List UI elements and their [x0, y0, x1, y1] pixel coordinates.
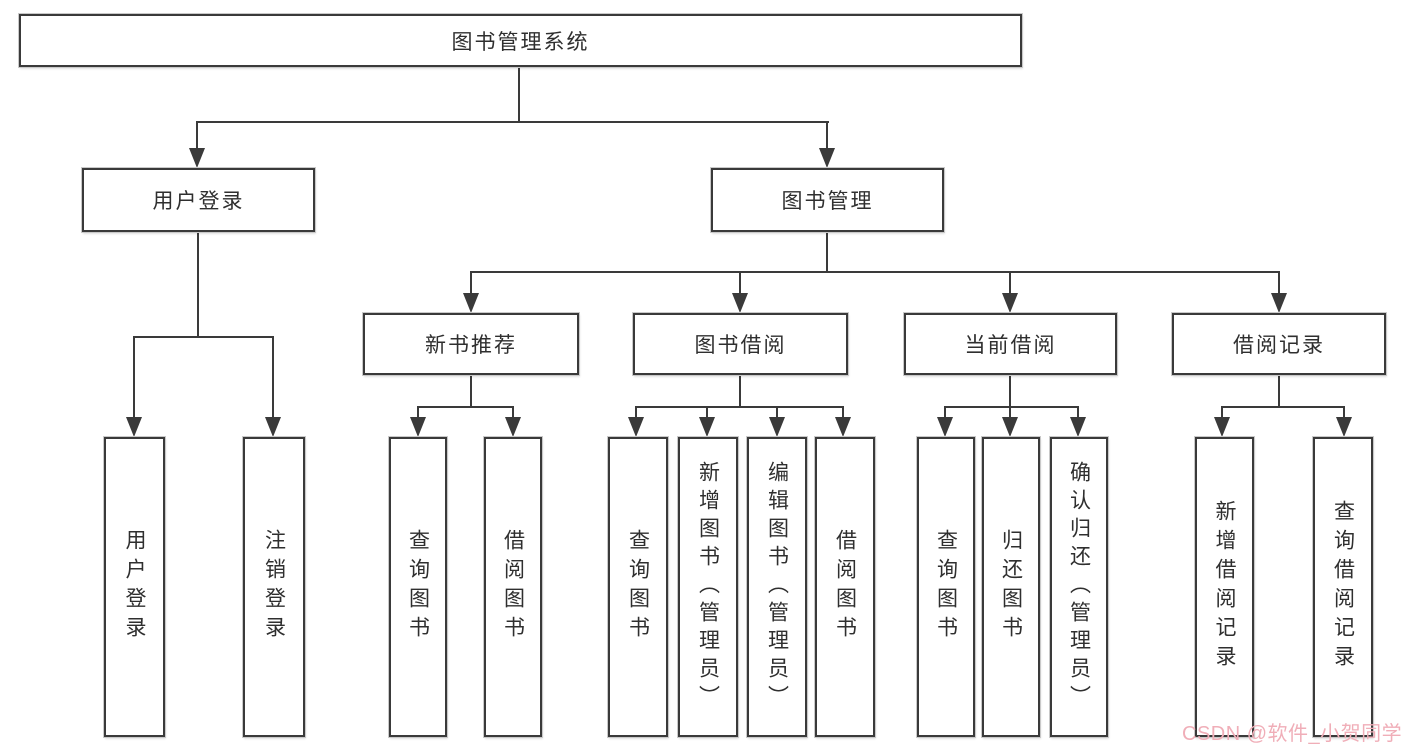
- connector-line: [776, 406, 778, 421]
- arrow-down-icon: [1336, 417, 1352, 437]
- arrow-down-icon: [265, 417, 281, 437]
- leaf-label: 借阅图书: [833, 529, 857, 645]
- connector-line: [826, 232, 828, 273]
- arrow-down-icon: [835, 417, 851, 437]
- node-borrowing-records: 借阅记录: [1172, 313, 1386, 375]
- arrow-down-icon: [937, 417, 953, 437]
- arrow-down-icon: [1271, 293, 1287, 313]
- leaf-label: 查询图书: [406, 529, 430, 645]
- connector-line: [197, 232, 199, 338]
- leaf-label: 查询图书: [934, 529, 958, 645]
- connector-line: [635, 406, 637, 421]
- connector-line: [1077, 406, 1079, 421]
- leaf-label: 新增图书（管理员）: [696, 461, 720, 713]
- leaf-label: 编辑图书（管理员）: [765, 461, 789, 713]
- leaf-label: 查询图书: [626, 529, 650, 645]
- arrow-down-icon: [410, 417, 426, 437]
- arrow-down-icon: [505, 417, 521, 437]
- leaf-add-borrow-record: 新增借阅记录: [1195, 437, 1254, 737]
- connector-line: [470, 271, 1280, 273]
- leaf-user-login: 用户登录: [104, 437, 165, 737]
- arrow-down-icon: [189, 148, 205, 168]
- connector-line: [512, 406, 514, 421]
- leaf-label: 借阅图书: [501, 529, 525, 645]
- arrow-down-icon: [769, 417, 785, 437]
- connector-line: [944, 406, 1079, 408]
- connector-line: [470, 375, 472, 408]
- node-user-login: 用户登录: [82, 168, 315, 232]
- arrow-down-icon: [1002, 293, 1018, 313]
- arrow-down-icon: [628, 417, 644, 437]
- leaf-add-books-admin: 新增图书（管理员）: [678, 437, 738, 737]
- leaf-query-books: 查询图书: [608, 437, 668, 737]
- connector-line: [635, 406, 844, 408]
- leaf-label: 确认归还（管理员）: [1067, 461, 1091, 713]
- node-book-management: 图书管理: [711, 168, 944, 232]
- node-current-borrowing: 当前借阅: [904, 313, 1117, 375]
- leaf-label: 查询借阅记录: [1331, 500, 1355, 674]
- connector-line: [706, 406, 708, 421]
- leaf-borrow-books: 借阅图书: [815, 437, 875, 737]
- connector-line: [826, 121, 828, 153]
- connector-line: [944, 406, 946, 421]
- leaf-query-borrow-record: 查询借阅记录: [1313, 437, 1373, 737]
- arrow-down-icon: [1002, 417, 1018, 437]
- connector-line: [133, 336, 274, 338]
- arrow-down-icon: [819, 148, 835, 168]
- connector-line: [470, 271, 472, 297]
- node-library-management-system: 图书管理系统: [19, 14, 1022, 67]
- connector-line: [417, 406, 419, 421]
- connector-line: [272, 336, 274, 421]
- connector-line: [518, 67, 520, 123]
- arrow-down-icon: [463, 293, 479, 313]
- arrow-down-icon: [699, 417, 715, 437]
- node-book-borrowing: 图书借阅: [633, 313, 848, 375]
- connector-line: [133, 336, 135, 421]
- leaf-confirm-return-admin: 确认归还（管理员）: [1050, 437, 1108, 737]
- connector-line: [196, 121, 829, 123]
- arrow-down-icon: [1214, 417, 1230, 437]
- leaf-label: 归还图书: [999, 529, 1023, 645]
- leaf-logout: 注销登录: [243, 437, 305, 737]
- arrow-down-icon: [732, 293, 748, 313]
- leaf-label: 新增借阅记录: [1213, 500, 1236, 674]
- connector-line: [196, 121, 198, 153]
- leaf-query-books: 查询图书: [917, 437, 975, 737]
- connector-line: [1009, 271, 1011, 297]
- leaf-label: 用户登录: [123, 529, 146, 645]
- connector-line: [1278, 271, 1280, 297]
- connector-line: [1009, 406, 1011, 421]
- connector-line: [739, 375, 741, 408]
- connector-line: [842, 406, 844, 421]
- leaf-borrow-books: 借阅图书: [484, 437, 542, 737]
- leaf-edit-books-admin: 编辑图书（管理员）: [747, 437, 807, 737]
- connector-line: [739, 271, 741, 297]
- leaf-return-books: 归还图书: [982, 437, 1040, 737]
- connector-line: [1221, 406, 1344, 408]
- csdn-watermark: CSDN @软件_小贺同学: [1182, 723, 1403, 745]
- node-new-book-recommendation: 新书推荐: [363, 313, 579, 375]
- leaf-label: 注销登录: [262, 529, 286, 645]
- arrow-down-icon: [126, 417, 142, 437]
- leaf-query-books: 查询图书: [389, 437, 447, 737]
- arrow-down-icon: [1070, 417, 1086, 437]
- connector-line: [1009, 375, 1011, 408]
- connector-line: [1343, 406, 1345, 421]
- connector-line: [417, 406, 514, 408]
- connector-line: [1221, 406, 1223, 421]
- connector-line: [1278, 375, 1280, 408]
